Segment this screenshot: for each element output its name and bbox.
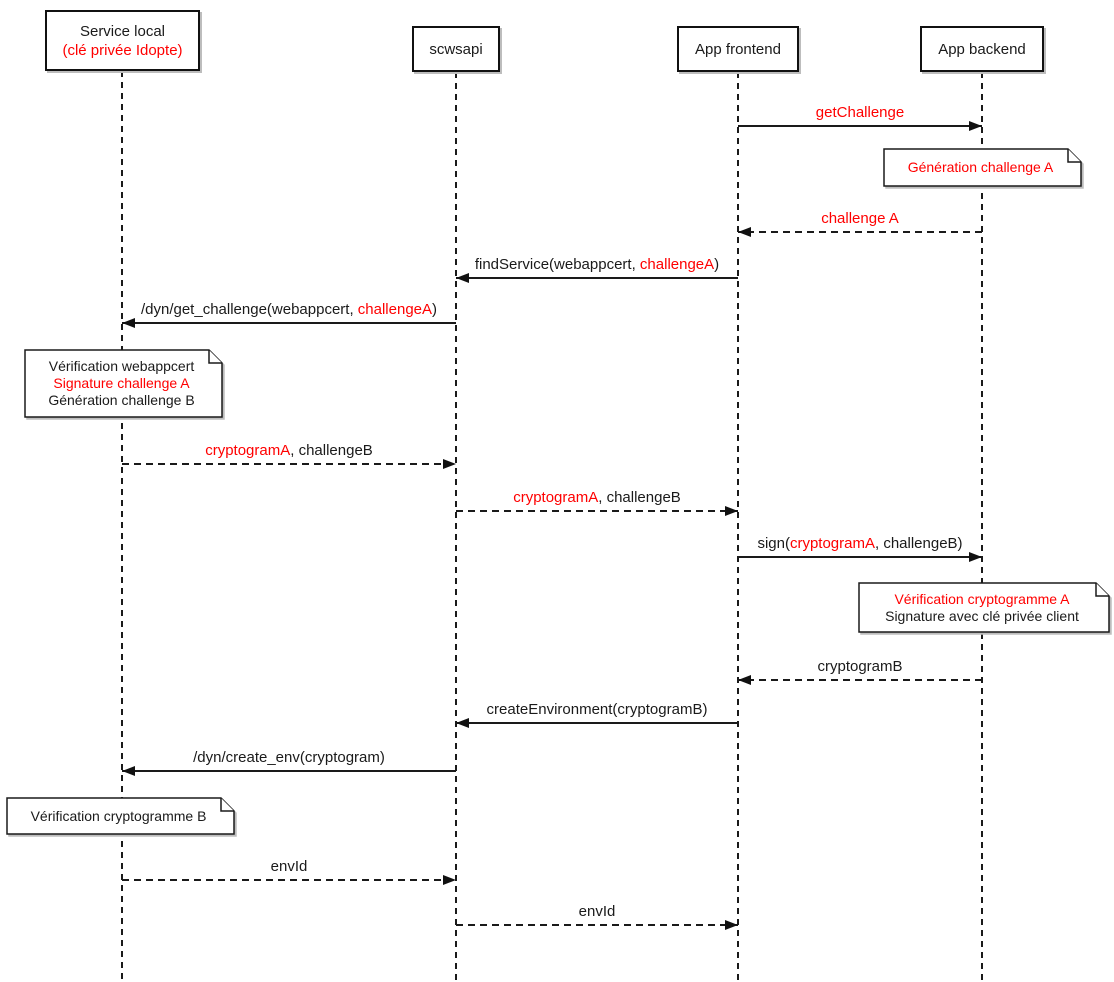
message-label-envid-2: envId: [578, 903, 616, 920]
note-text: Vérification cryptogramme A Signature av…: [885, 590, 1079, 624]
message-label-dyn-get-challenge: /dyn/get_challenge(webappcert, challenge…: [140, 301, 438, 318]
note-shape: [883, 148, 1082, 187]
actor-name: App backend: [938, 40, 1026, 58]
message-label-cryptogramb: cryptogramB: [817, 658, 903, 675]
note-verification-cryptogramme-b: Vérification cryptogramme B: [6, 797, 235, 835]
actor-name: scwsapi: [429, 40, 483, 58]
message-label-cryptograma-challengeb-2: cryptogramA, challengeB: [513, 489, 681, 506]
note-text: Génération challenge A: [907, 159, 1054, 175]
message-label-createenvironment: createEnvironment(cryptogramB): [486, 701, 708, 718]
actor-app-frontend: App frontend: [677, 26, 799, 72]
note-shape: [858, 582, 1110, 633]
actor-subtitle: (clé privée Idopte): [62, 41, 183, 59]
note-shape: [6, 797, 235, 835]
message-label-findservice: findService(webappcert, challengeA): [474, 256, 720, 273]
actor-app-backend: App backend: [920, 26, 1044, 72]
note-shape: [24, 349, 223, 418]
message-label-cryptograma-challengeb-1: cryptogramA, challengeB: [205, 442, 373, 459]
note-text: Vérification cryptogramme B: [30, 807, 207, 824]
actor-name: Service local: [79, 22, 166, 40]
message-label-dyn-create-env: /dyn/create_env(cryptogram): [193, 749, 385, 766]
message-label-envid-1: envId: [270, 858, 308, 875]
message-label-getchallenge: getChallenge: [815, 104, 905, 121]
note-generation-challenge-a: Génération challenge A: [883, 148, 1082, 187]
note-verification-webappcert: Vérification webappcert Signature challe…: [24, 349, 223, 418]
actor-service-local: Service local (clé privée Idopte): [45, 10, 200, 71]
message-label-sign: sign(cryptogramA, challengeB): [757, 535, 963, 552]
actor-scwsapi: scwsapi: [412, 26, 500, 72]
actor-name: App frontend: [695, 40, 781, 58]
note-verification-cryptogramme-a: Vérification cryptogramme A Signature av…: [858, 582, 1110, 633]
message-label-challenge-a: challenge A: [821, 210, 899, 227]
note-text: Vérification webappcert Signature challe…: [48, 358, 195, 408]
